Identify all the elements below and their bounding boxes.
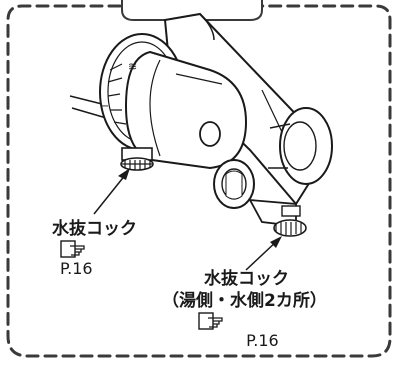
callout-drain-cock-right: 水抜コック （湯側・水側2カ所） P.16 bbox=[162, 268, 327, 352]
callout-drain-cock-left: 水抜コック P.16 bbox=[52, 218, 137, 280]
page-reference[interactable]: P.16 bbox=[198, 312, 327, 352]
callout-sub-label: （湯側・水側2カ所） bbox=[162, 291, 327, 311]
callout-label: 水抜コック bbox=[204, 269, 289, 289]
pointing-hand-page-icon bbox=[60, 240, 85, 258]
dashed-frame-border bbox=[6, 4, 392, 358]
svg-text:⌐: ⌐ bbox=[100, 100, 109, 113]
pointing-hand-page-icon bbox=[198, 312, 223, 330]
page-reference[interactable]: P.16 bbox=[60, 240, 137, 280]
page-ref-text: P.16 bbox=[60, 259, 93, 278]
leader-right bbox=[245, 239, 279, 271]
page-ref-text: P.16 bbox=[246, 331, 279, 350]
drain-cock-left bbox=[120, 147, 154, 171]
drain-cock-right bbox=[273, 205, 307, 237]
callout-label: 水抜コック bbox=[52, 219, 137, 239]
svg-text:≋: ≋ bbox=[128, 60, 137, 73]
leader-left bbox=[93, 173, 127, 215]
